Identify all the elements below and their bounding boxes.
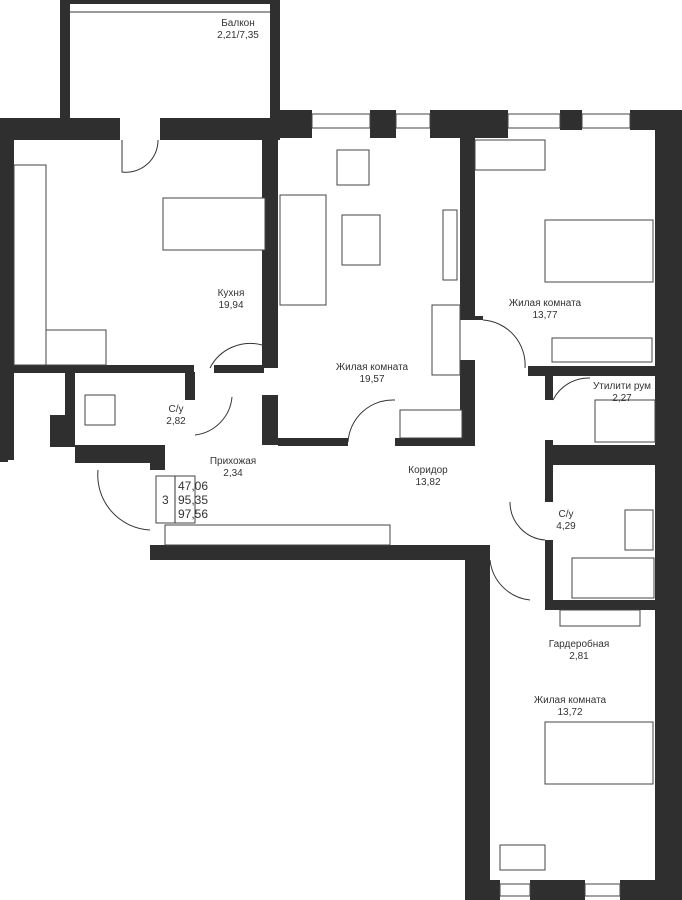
utility-area: 2,27: [612, 393, 632, 404]
area-legend: 3 47,06 95,35 97,56: [155, 475, 208, 524]
total-with-balcony: 97,56: [178, 507, 208, 521]
living-room-area: 19,57: [359, 374, 384, 385]
outer-walls: [0, 110, 682, 900]
bedroom-bottom-area: 13,72: [557, 707, 582, 718]
bedroom-top-area: 13,77: [532, 310, 557, 321]
living-area: 47,06: [178, 479, 208, 493]
bath-small-area: 2,82: [166, 416, 186, 427]
rooms-count: 3: [162, 493, 169, 507]
hall-name: Прихожая: [210, 456, 256, 467]
bedroom-top-name: Жилая комната: [509, 298, 582, 309]
living-room-name: Жилая комната: [336, 362, 409, 373]
utility-name: Утилити рум: [593, 381, 651, 392]
balcony: [60, 0, 280, 118]
room-labels: Балкон 2,21/7,35 Кухня 19,94 Жилая комна…: [166, 18, 651, 718]
doors: [97, 139, 591, 601]
furniture: [13, 139, 656, 871]
corridor-area: 13,82: [415, 477, 440, 488]
interior-walls: [0, 130, 655, 610]
bath-big-name: С/у: [559, 509, 574, 520]
wardrobe-name: Гардеробная: [549, 638, 610, 650]
bath-small-name: С/у: [169, 404, 184, 415]
wardrobe-area: 2,81: [569, 651, 589, 662]
balcony-area: 2,21/7,35: [217, 30, 259, 41]
bedroom-bottom-name: Жилая комната: [534, 695, 607, 706]
total-area: 95,35: [178, 493, 208, 507]
balcony-name: Балкон: [221, 18, 255, 29]
hall-area: 2,34: [223, 468, 243, 479]
kitchen-name: Кухня: [218, 288, 245, 299]
corridor-name: Коридор: [408, 465, 448, 476]
bath-big-area: 4,29: [556, 521, 576, 532]
kitchen-area: 19,94: [218, 300, 243, 311]
